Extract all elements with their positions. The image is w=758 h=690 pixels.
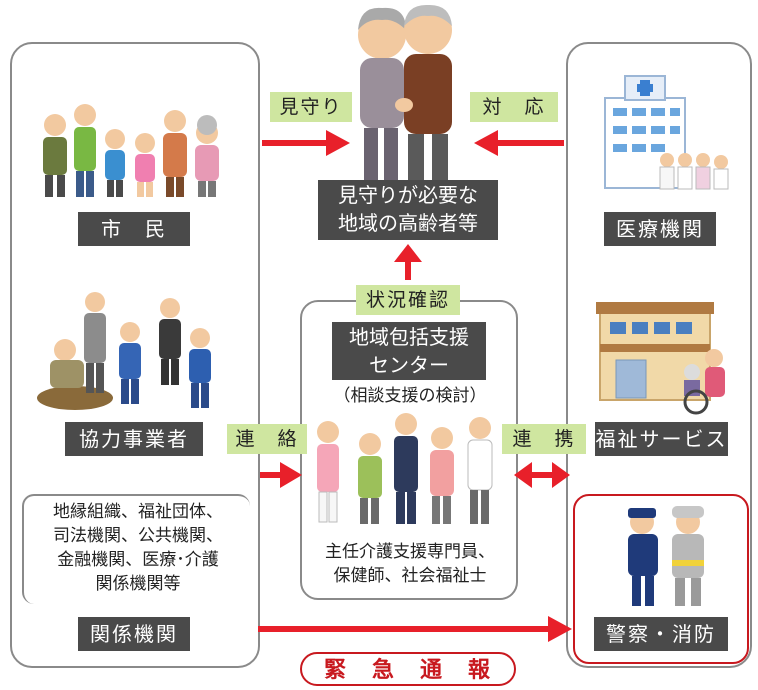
elderly-description (318, 180, 498, 240)
staff-line-1: 主任介護支援専門員、 (325, 542, 495, 562)
staff-illustration (317, 413, 493, 524)
elderly-line-2: 地域の高齢者等 (338, 211, 478, 235)
watch-arrow (262, 130, 350, 156)
organizations-line-1: 地縁組織、福祉団体、 (53, 502, 223, 522)
status-check-label: 状況確認 (356, 285, 460, 315)
staff-text: 主任介護支援専門員、 保健師、社会福祉士 (304, 540, 516, 588)
partners-illustration (37, 292, 211, 410)
respond-label: 対 応 (470, 92, 558, 122)
related-organizations-label: 関係機関 (78, 617, 190, 651)
status-check-arrow (394, 244, 422, 280)
partners-label: 協力事業者 (65, 422, 203, 456)
organizations-bracket (22, 494, 250, 604)
organizations-line-2: 司法機関、公共機関、 (53, 526, 223, 546)
center-title-line-2: センター (369, 353, 449, 377)
center-title-box (332, 322, 486, 380)
consult-text: （相談支援の検討） (333, 386, 487, 406)
organizations-line-3: 金融機関、医療･介護 (57, 550, 219, 570)
organizations-text: 地縁組織、福祉団体、 司法機関、公共機関、 金融機関、医療･介護 関係機関等 (28, 500, 248, 596)
emergency-label: 緊 急 通 報 (300, 652, 516, 686)
staff-line-2: 保健師、社会福祉士 (333, 566, 487, 586)
hospital-illustration (604, 75, 729, 190)
contact-arrow (260, 462, 302, 488)
elderly-couple-illustration (358, 4, 452, 180)
welfare-services-label: 福祉サービス (595, 422, 728, 456)
organizations-line-4: 関係機関等 (95, 574, 181, 594)
police-fire-illustration (628, 506, 704, 606)
police-fire-label: 警察・消防 (594, 617, 728, 651)
contact-label: 連 絡 (227, 424, 307, 454)
emergency-arrow (258, 616, 572, 642)
cooperate-label: 連 携 (502, 424, 586, 454)
citizens-label: 市 民 (78, 212, 190, 246)
elderly-line-1: 見守りが必要な (338, 183, 478, 207)
watch-label: 見守り (270, 92, 352, 122)
center-title-line-1: 地域包括支援 (349, 325, 469, 349)
citizens-illustration (43, 104, 219, 197)
cooperate-arrow (514, 462, 570, 488)
medical-institutions-label: 医療機関 (604, 212, 716, 246)
welfare-facility-illustration (596, 302, 725, 415)
respond-arrow (474, 130, 564, 156)
